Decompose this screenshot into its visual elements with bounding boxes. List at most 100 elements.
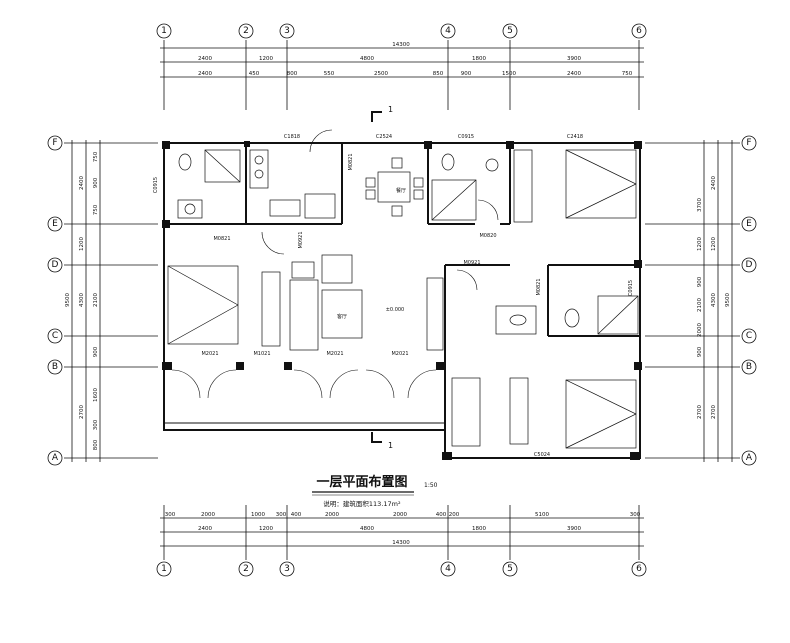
top-row1-dim: 1200 [259,56,273,62]
area-note: 说明：建筑面积113.17m² [323,499,401,508]
grid-col-3-bottom: 3 [284,564,290,574]
grid-col-6-bottom: 6 [636,564,642,574]
right-inner-dim: 2000 [697,323,703,337]
window-C0915-left: C0915 [153,177,159,193]
grid-row-F-right: F [746,138,751,148]
fixtures [167,149,639,449]
grid-row-E-right: E [746,219,752,229]
top-row1-dim: 1800 [472,56,486,62]
left-mid-dim: 4300 [79,293,85,307]
door-M0921: M0921 [298,231,304,248]
bottom-dimensions: 300 2000 1000 300 400 2000 2000 400 200 … [165,512,641,546]
bottom-row0-dim: 300 [630,512,641,518]
grid-col-6: 6 [636,26,642,36]
left-outer-dim: 9500 [65,293,71,307]
columns [162,141,642,460]
bottom-row1-dim: 3900 [567,526,581,532]
top-dimensions: 14300 2400 1200 4800 1800 3900 2400 450 … [198,42,633,77]
grid-col-1-bottom: 1 [161,564,167,574]
top-total: 14300 [392,42,410,48]
grid-col-3: 3 [284,26,290,36]
right-inner-dim: 2700 [697,405,703,419]
top-row2-dim: 2400 [198,71,212,77]
grid-row-C-right: C [746,331,752,341]
level-mark: ±0.000 [386,307,405,313]
grid-col-1: 1 [161,26,167,36]
bottom-row1-dim: 1200 [259,526,273,532]
grid-col-2-bottom: 2 [243,564,249,574]
right-mid-dim: 1200 [711,237,717,251]
door-swings [171,129,499,399]
door-M2021-left: M2021 [201,351,218,357]
right-inner-dim: 900 [697,346,703,357]
grid-col-2: 2 [243,26,249,36]
left-inner-dim: 1600 [93,388,99,402]
grid-col-4-bottom: 4 [445,564,451,574]
left-inner-dim: 750 [93,151,99,162]
top-row2-dim: 2500 [374,71,388,77]
window-C2524: C2524 [376,134,392,140]
section-marks: 1 1 [371,105,393,450]
title-block: 一层平面布置图 1:50 说明：建筑面积113.17m² [312,474,438,508]
grid-row-C: C [52,331,58,341]
bottom-row0-dim: 2000 [201,512,215,518]
left-inner-dim: 800 [93,439,99,450]
bottom-row0-dim: 400 [436,512,447,518]
top-row2-dim: 850 [433,71,444,77]
room-living: 客厅 [337,313,347,320]
window-C1818: C1818 [284,134,300,140]
right-dimensions: 9500 2400 1200 4300 2700 3700 1200 900 2… [697,176,731,419]
top-row2-dim: 750 [622,71,633,77]
grid-row-E: E [52,219,58,229]
grid-col-4: 4 [445,26,451,36]
section-mark-bottom: 1 [388,441,393,450]
grid-row-A: A [52,453,59,463]
window-C2418: C2418 [567,134,583,140]
bottom-row0-dim: 5100 [535,512,549,518]
bottom-row0-dim: 300 [276,512,287,518]
bottom-row0-dim: 2000 [393,512,407,518]
grid-row-D: D [52,260,59,270]
right-mid-dim: 2700 [711,405,717,419]
left-inner-dim: 900 [93,177,99,188]
top-row1-dim: 3900 [567,56,581,62]
door-M0820: M0820 [479,233,496,239]
grid-row-F: F [52,138,57,148]
top-row2-dim: 900 [461,71,472,77]
left-inner-dim: 900 [93,346,99,357]
bottom-row1-dim: 4800 [360,526,374,532]
opening-labels: C1818 C2524 C0915 C2418 C5024 C0915 C091… [153,134,634,458]
door-M0821: M0821 [213,236,230,242]
top-row2-dim: 800 [287,71,298,77]
bottom-row1-dim: 2400 [198,526,212,532]
plan-title: 一层平面布置图 [316,474,407,490]
right-outer-dim: 9500 [725,293,731,307]
section-mark-top: 1 [388,105,393,114]
bottom-row0-dim: 400 [291,512,302,518]
right-inner-dim: 1200 [697,237,703,251]
plan-scale: 1:50 [424,482,438,489]
left-dimensions: 9500 2400 1200 4300 2700 750 900 750 210… [65,151,99,450]
top-row2-dim: 450 [249,71,260,77]
room-dining: 餐厅 [396,187,406,194]
grid-labels: 1 2 3 4 5 6 1 2 3 4 5 6 F E D C B A F E … [52,26,753,574]
right-inner-dim: 2100 [697,298,703,312]
left-mid-dim: 1200 [79,237,85,251]
top-row2-dim: 2400 [567,71,581,77]
bottom-total: 14300 [392,540,410,546]
right-mid-dim: 4300 [711,293,717,307]
grid-col-5-bottom: 5 [507,564,513,574]
right-inner-dim: 900 [697,276,703,287]
left-inner-dim: 750 [93,204,99,215]
window-C0915: C0915 [458,134,474,140]
bottom-row0-dim: 2000 [325,512,339,518]
grid-bubbles [47,23,757,577]
top-row1-dim: 2400 [198,56,212,62]
bottom-row0-dim: 1000 [251,512,265,518]
grid-row-D-right: D [746,260,753,270]
window-C5024: C5024 [534,452,550,458]
window-C0915-right: C0915 [628,280,634,296]
top-row2-dim: 550 [324,71,335,77]
left-mid-dim: 2400 [79,176,85,190]
